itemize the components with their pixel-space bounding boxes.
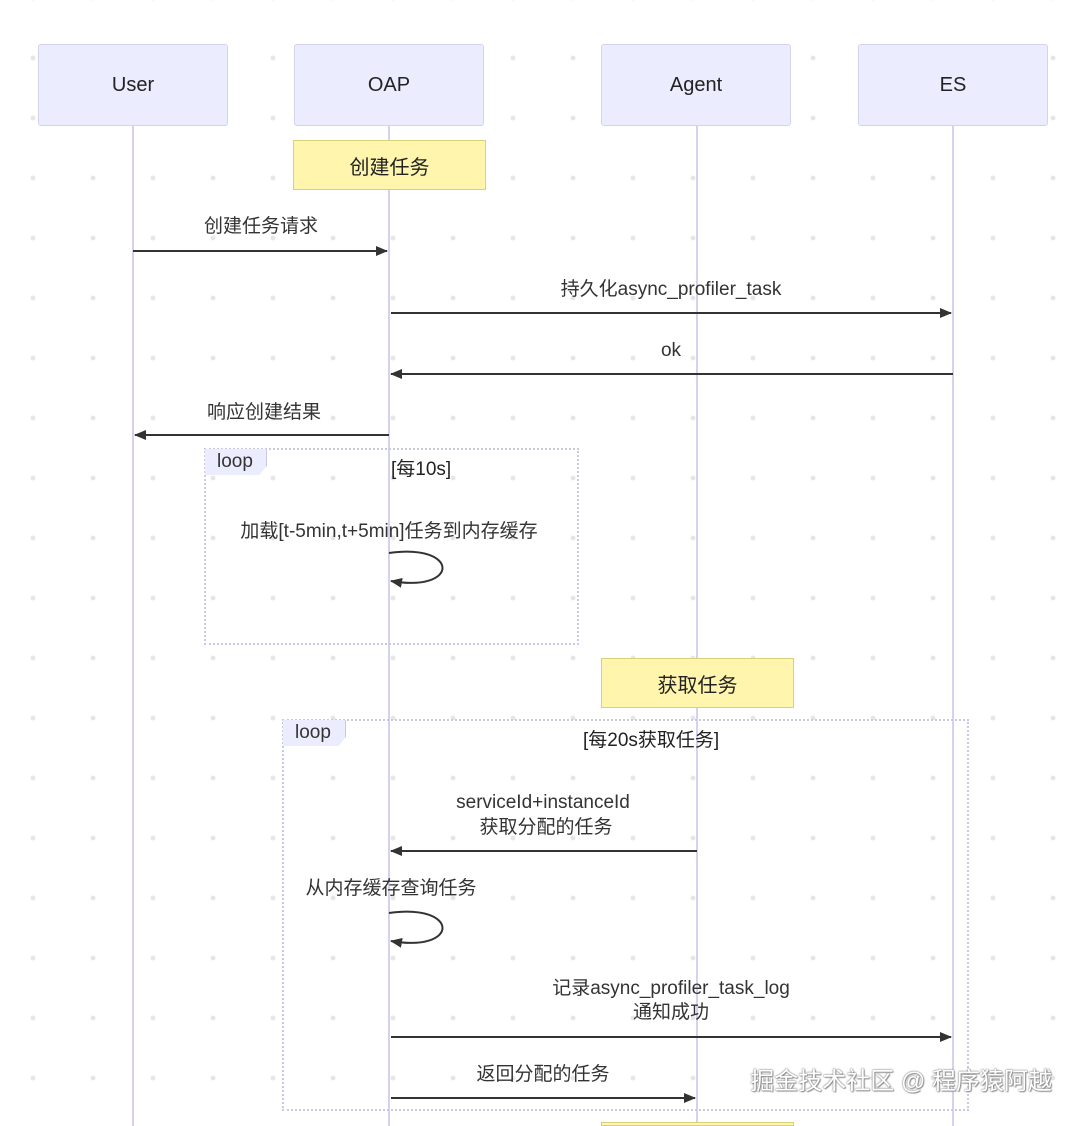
loop-tag-1: loop (205, 449, 267, 475)
actor-user: User (38, 44, 228, 126)
label-fetch-line2: 获取分配的任务 (479, 817, 613, 838)
label-query-cache: 从内存缓存查询任务 (305, 878, 477, 899)
label-ok: ok (660, 340, 682, 361)
loop-frame-1 (204, 448, 579, 645)
note-create-task: 创建任务 (293, 140, 486, 190)
label-record-log-line1: 记录async_profiler_task_log (552, 978, 790, 999)
arrow-self-query-cache (388, 910, 444, 948)
actor-agent: Agent (601, 44, 791, 126)
note-next-partial (601, 1122, 794, 1126)
label-create-request: 创建任务请求 (203, 216, 318, 237)
actor-es: ES (858, 44, 1048, 126)
label-persist-task: 持久化async_profiler_task (560, 279, 782, 300)
watermark: 掘金技术社区 @ 程序猿阿越 (750, 1068, 1052, 1095)
label-fetch-line1: serviceId+instanceId (456, 792, 630, 813)
actor-oap: OAP (294, 44, 484, 126)
loop-frame-2 (282, 719, 969, 1111)
loop-condition-2: [每20s获取任务] (583, 730, 720, 751)
label-create-response: 响应创建结果 (206, 402, 321, 423)
loop-tag-2: loop (283, 720, 346, 746)
label-record-log-line2: 通知成功 (632, 1002, 709, 1023)
note-fetch-task: 获取任务 (601, 658, 794, 708)
lifelines (132, 126, 954, 1126)
label-load-cache: 加载[t-5min,t+5min]任务到内存缓存 (240, 521, 538, 542)
loop-condition-1: [每10s] (391, 459, 452, 480)
label-return-assigned: 返回分配的任务 (476, 1064, 610, 1085)
arrow-self-load-cache (388, 550, 444, 588)
